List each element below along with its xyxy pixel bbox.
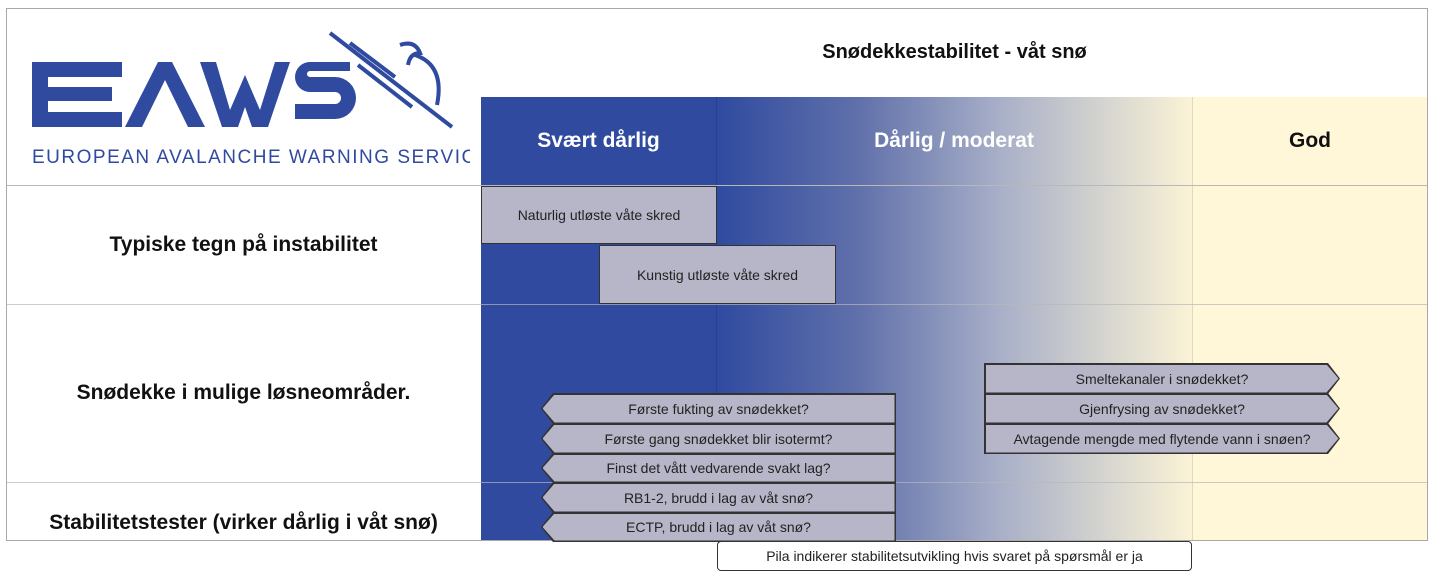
legend-note: Pila indikerer stabilitetsutvikling hvis… xyxy=(717,541,1192,571)
diagram-title: Snødekkestabilitet - våt snø xyxy=(822,41,1087,63)
left-arrow: ECTP, brudd i lag av våt snø? xyxy=(541,512,896,542)
arrow-label: Finst det vått vedvarende svakt lag? xyxy=(542,454,895,482)
svg-text:EUROPEAN AVALANCHE WARNING SER: EUROPEAN AVALANCHE WARNING SERVICES xyxy=(32,147,470,168)
left-arrow: Første gang snødekket blir isotermt? xyxy=(541,423,896,454)
arrow-label: RB1-2, brudd i lag av våt snø? xyxy=(542,483,895,512)
eaws-logo: EUROPEAN AVALANCHE WARNING SERVICES xyxy=(32,31,470,168)
arrow-label: Første fukting av snødekket? xyxy=(542,394,895,423)
band-good xyxy=(1192,97,1428,541)
left-arrow: Finst det vått vedvarende svakt lag? xyxy=(541,453,896,483)
row-label-signs: Typiske tegn på instabilitet xyxy=(109,232,378,256)
right-arrow: Smeltekanaler i snødekket? xyxy=(984,363,1340,394)
right-arrow: Avtagende mengde med flytende vann i snø… xyxy=(984,423,1340,454)
divider xyxy=(6,185,1428,186)
left-arrow: Første fukting av snødekket? xyxy=(541,393,896,424)
right-arrow: Gjenfrysing av snødekket? xyxy=(984,393,1340,424)
sign-box: Naturlig utløste våte skred xyxy=(481,186,717,244)
arrow-label: ECTP, brudd i lag av våt snø? xyxy=(542,513,895,541)
row-label-snowpack: Snødekke i mulige løsneområder. xyxy=(76,381,411,404)
arrow-label: Avtagende mengde med flytende vann i snø… xyxy=(986,425,1339,453)
arrow-label: Smeltekanaler i snødekket? xyxy=(986,365,1339,393)
left-arrow: RB1-2, brudd i lag av våt snø? xyxy=(541,482,896,513)
arrow-label: Første gang snødekket blir isotermt? xyxy=(542,424,895,453)
arrow-label: Gjenfrysing av snødekket? xyxy=(986,395,1339,423)
divider xyxy=(1192,97,1193,541)
column-good: God xyxy=(1289,129,1331,152)
column-very-poor: Svært dårlig xyxy=(537,129,660,152)
column-poor-moderate: Dårlig / moderat xyxy=(874,129,1034,152)
divider xyxy=(716,97,717,541)
sign-box: Kunstig utløste våte skred xyxy=(599,245,836,304)
row-label-tests: Stabilitetstester (virker dårlig i våt s… xyxy=(49,511,438,534)
divider xyxy=(6,304,1428,305)
